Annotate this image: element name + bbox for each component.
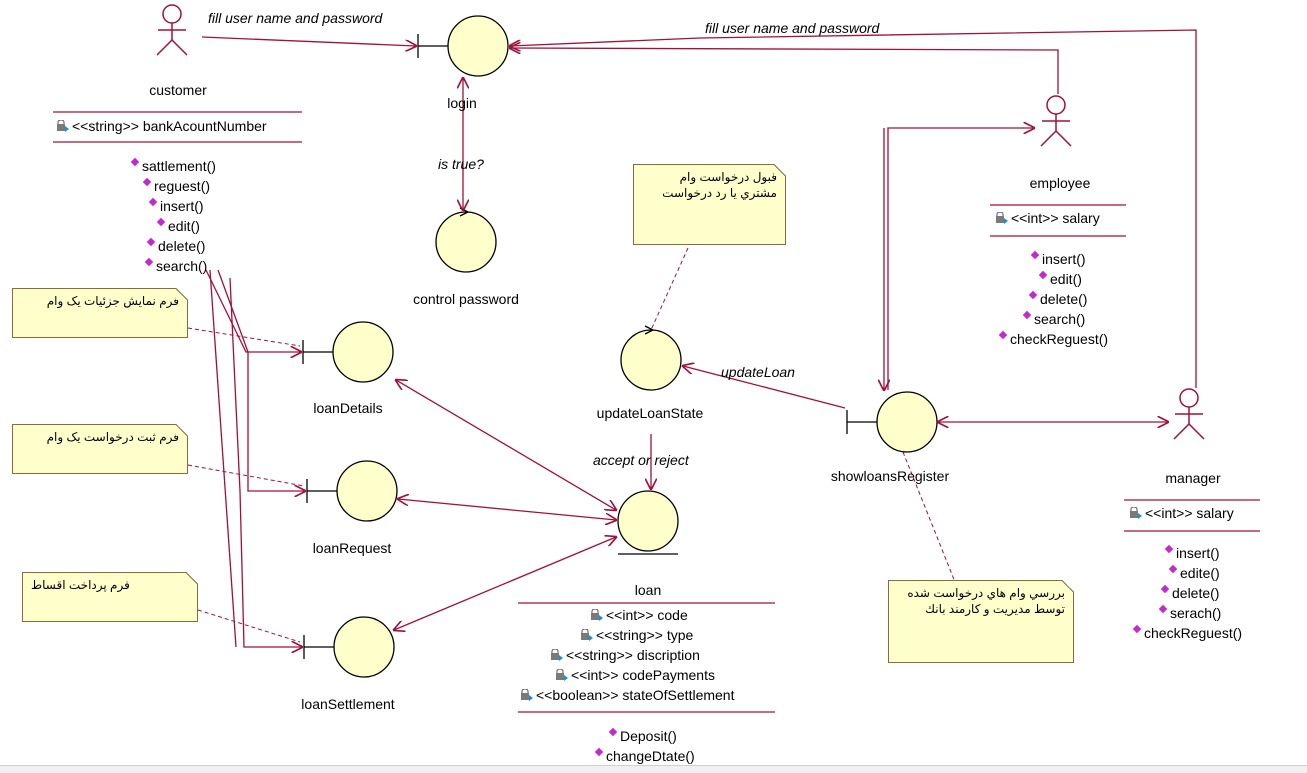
loan-details-note-text: فرم نمايش جزئيات يک وام [46,294,179,308]
is-true-message: is true? [438,156,484,172]
customer-attribute: <<string>> bankAcountNumber [56,118,267,134]
loan-details-label: loanDetails [313,400,383,416]
login-label: login [447,95,477,111]
update-loan-message: updateLoan [721,364,795,380]
loan-operations: Deposit() changeDtate() [594,726,695,766]
manager-attribute: <<int>> salary [1129,505,1234,521]
attribute-icon [556,669,568,681]
loan-request-note-text: فرم ثبت درخواست يک وام [46,430,179,444]
loan-entity-object[interactable] [617,490,679,555]
loan-details-note[interactable]: فرم نمايش جزئيات يک وام [12,288,188,338]
manager-actor-icon[interactable] [1173,388,1205,440]
manager-op-insert: insert() [1164,543,1274,563]
loan-request-boundary-object[interactable] [306,460,398,522]
customer-op-edit: edit() [156,216,242,236]
employee-actor-icon[interactable] [1040,95,1072,147]
loan-attribute-state-of-settlement: <<boolean>> stateOfSettlement [520,687,734,703]
showloans-register-boundary-object[interactable] [846,391,938,453]
manager-op-serach: serach() [1158,603,1268,623]
employee-label: employee [1029,175,1091,191]
customer-label: customer [149,82,207,98]
note-anchors [187,247,956,643]
loan-attribute-code: <<int>> code [590,607,688,623]
loan-settlement-boundary-object[interactable] [303,616,395,678]
showloans-register-label: showloansRegister [830,468,950,484]
employee-op-delete: delete() [1028,289,1138,309]
update-state-note[interactable]: قبول درخواست وام مشتري يا رد درخواست [633,164,786,245]
horizontal-scrollbar[interactable] [0,765,1307,773]
manager-op-edite: edite() [1168,563,1278,583]
customer-op-search: search() [144,256,230,276]
attribute-icon [521,689,533,701]
attribute-icon [57,120,69,132]
control-password-label: control password [413,291,519,307]
customer-operations: sattlement() reguest() insert() edit() d… [130,156,216,276]
update-loan-state-control-object[interactable] [620,325,682,391]
register-note-line1: بررسي وام هاي درخواست شده [907,586,1065,600]
loan-attribute-type: <<string>> type [580,627,693,643]
manager-operations: insert() edite() delete() serach() check… [1144,543,1274,643]
attribute-icon [1130,507,1142,519]
customer-login-message: fill user name and password [208,10,383,26]
loan-attribute-description: <<string>> discription [550,647,700,663]
loan-settlement-note[interactable]: فرم پرداخت اقساط [22,572,198,622]
customer-actor-icon[interactable] [156,4,188,56]
accept-reject-message: accept or reject [593,452,689,468]
loan-settlement-label: loanSettlement [301,696,395,712]
employee-op-check-reguest: checkReguest() [998,329,1108,349]
employee-op-edit: edit() [1038,269,1148,289]
employee-op-search: search() [1022,309,1132,329]
manager-label: manager [1165,470,1221,486]
attribute-icon [996,212,1008,224]
class-compartments [53,111,1260,713]
customer-op-reguest: reguest() [142,176,228,196]
customer-op-sattlement: sattlement() [130,156,216,176]
loan-request-note[interactable]: فرم ثبت درخواست يک وام [12,424,188,474]
update-state-note-line2: مشتري يا رد درخواست [662,186,777,200]
manager-op-delete: delete() [1160,583,1270,603]
attribute-icon [551,649,563,661]
loan-request-label: loanRequest [312,540,392,556]
loan-details-boundary-object[interactable] [302,321,394,383]
loan-op-deposit: Deposit() [608,726,709,746]
employee-op-insert: insert() [1030,249,1140,269]
message-links [201,29,1197,647]
register-note[interactable]: بررسي وام هاي درخواست شده توسط مديريت و … [888,580,1074,663]
login-boundary-object[interactable] [417,15,509,77]
loan-label: loan [634,582,662,598]
register-note-line2: توسط مديريت و كارمند بانك [925,602,1065,616]
employee-attribute: <<int>> salary [995,210,1100,226]
attribute-icon [591,609,603,621]
manager-op-check-reguest: checkReguest() [1132,623,1242,643]
loan-op-change-dtate: changeDtate() [594,746,695,766]
control-password-control-object[interactable] [435,207,497,273]
customer-op-delete: delete() [146,236,232,256]
employee-operations: insert() edit() delete() search() checkR… [1010,249,1140,349]
attribute-icon [581,629,593,641]
update-state-note-line1: قبول درخواست وام [679,170,777,184]
loan-settlement-note-text: فرم پرداخت اقساط [31,578,130,592]
loan-attribute-code-payments: <<int>> codePayments [555,667,715,683]
customer-op-insert: insert() [148,196,234,216]
employee-login-message: fill user name and password [705,20,880,36]
update-loan-state-label: updateLoanState [596,405,704,421]
